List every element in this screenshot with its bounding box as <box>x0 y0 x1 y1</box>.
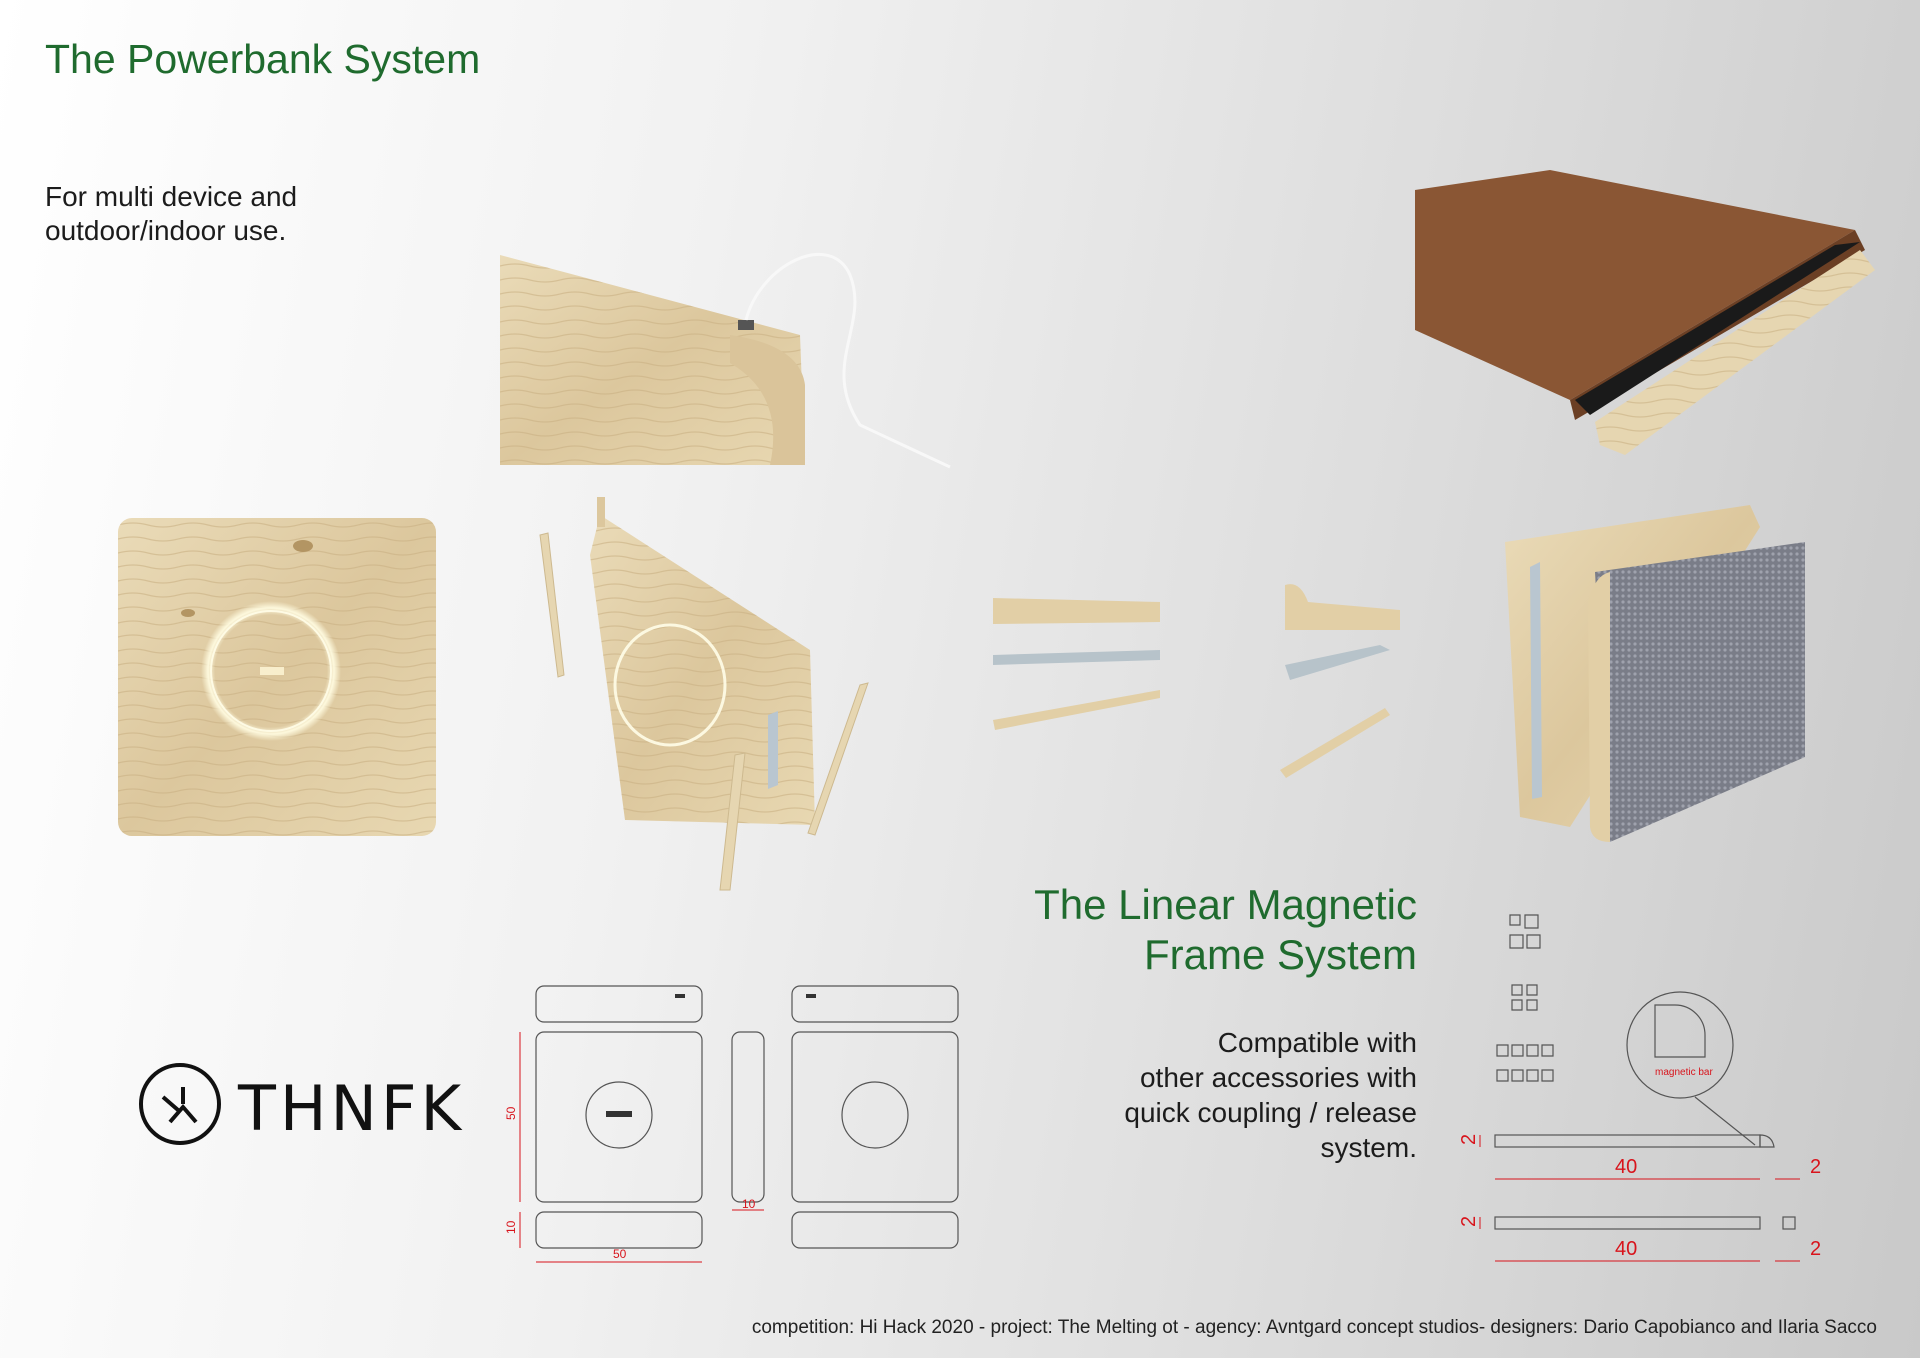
frame-title-line-1: The Linear Magnetic <box>1034 881 1417 928</box>
desc-line-3: quick coupling / release <box>1124 1097 1417 1128</box>
frame-fabric-panel-render <box>1505 505 1805 842</box>
logo-wordmark: THNFK <box>237 1072 465 1145</box>
footer-credits: competition: Hi Hack 2020 - project: The… <box>751 1317 1877 1338</box>
subtitle-line-1: For multi device and <box>45 181 298 212</box>
powerbank-exploded-render <box>539 497 869 891</box>
profile-dim-length-top: 40 <box>1615 1156 1637 1178</box>
dim-width: 50 <box>613 1247 627 1261</box>
powerbank-front-render <box>118 518 436 836</box>
desc-line-4: system. <box>1320 1132 1417 1163</box>
profile-dim-right-bottom: 2 <box>1810 1238 1821 1260</box>
frame-title-line-2: Frame System <box>1143 931 1417 978</box>
subtitle-line-2: outdoor/indoor use. <box>45 215 287 246</box>
dim-thickness-side: 10 <box>504 1220 518 1234</box>
thnk-logo: THNFK <box>139 1063 461 1145</box>
desc-line-2: other accessories with <box>1139 1062 1417 1093</box>
dim-thickness-bottom: 10 <box>742 1197 756 1211</box>
profile-dim-length-bottom: 40 <box>1615 1238 1637 1260</box>
frame-section-description: Compatible with other accessories with q… <box>1124 1025 1417 1165</box>
desk-magnetic-edge-render <box>1415 170 1875 455</box>
powerbank-cable-closeup-render <box>500 253 951 469</box>
desc-line-1: Compatible with <box>1217 1027 1417 1058</box>
page-title: The Powerbank System <box>45 36 481 82</box>
powerbank-technical-drawing: 50 10 50 10 <box>504 985 959 1263</box>
dim-height: 50 <box>504 1106 518 1120</box>
frame-section-title: The Linear Magnetic Frame System <box>1034 880 1417 980</box>
frame-profile-pieces-render <box>993 584 1400 778</box>
page-subtitle: For multi device and outdoor/indoor use. <box>45 180 297 248</box>
profile-technical-drawing: magnetic bar 2 40 2 2 40 2 <box>1458 914 1821 1262</box>
profile-dim-right-top: 2 <box>1810 1156 1821 1178</box>
profile-dim-height-bottom: 2 <box>1458 1216 1480 1227</box>
magnetic-bar-label: magnetic bar <box>1655 1067 1713 1078</box>
profile-dim-height-top: 2 <box>1458 1134 1480 1145</box>
